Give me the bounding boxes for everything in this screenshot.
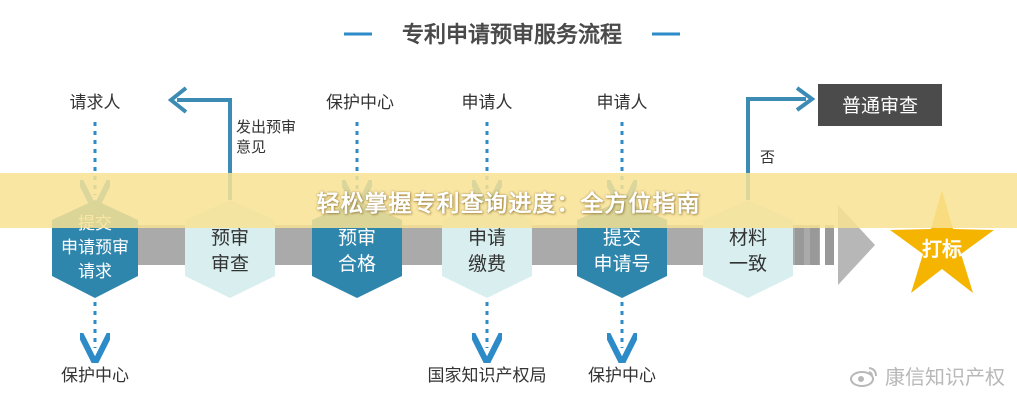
label-applicant-2: 申请人 [597,93,648,113]
normal-exam-label: 普通审查 [842,95,918,117]
node-pre-exam-pass-line2: 合格 [338,253,376,275]
node-material-consistent-line2: 一致 [729,253,767,275]
band-stripe-3 [825,225,834,265]
node-apply-pay-line2: 缴费 [468,253,506,275]
overlay-banner: 轻松掌握专利查询进度：全方位指南 [0,173,1017,228]
feedback-arrow [177,98,232,200]
watermark-text: 康信知识产权 [885,365,1005,389]
node-pre-exam-review-line1: 预审 [211,227,249,249]
label-applicant-1: 申请人 [462,93,513,113]
branch-arrow-head [795,86,816,112]
label-protection-center-bottom-left: 保护中心 [61,366,129,386]
dabiao-star [890,190,994,293]
node-submit-request-line3: 请求 [78,262,112,282]
banner-text: 轻松掌握专利查询进度：全方位指南 [316,190,701,217]
label-issue-opinion-1: 发出预审 [236,118,296,136]
dabiao-label: 打标 [922,237,962,261]
weibo-logo-icon [850,366,877,387]
node-submit-request-line2: 申请预审 [61,238,129,258]
node-submit-application-number-line2: 申请号 [593,253,650,275]
label-protection-center-top: 保护中心 [326,93,394,113]
node-pre-exam-pass-line1: 预审 [338,227,376,249]
node-apply-pay-line1: 申请 [468,227,506,249]
node-pre-exam-review-line2: 审查 [211,253,249,275]
label-no: 否 [760,148,775,166]
node-submit-application-number-line1: 提交 [603,227,641,249]
normal-exam-box [818,84,942,126]
diagram-title: 专利申请预审服务流程 [402,22,622,48]
label-protection-center-bottom-right: 保护中心 [588,366,656,386]
band-stripe-2 [810,225,819,265]
node-material-consistent-line1: 材料 [729,227,767,249]
label-issue-opinion-2: 意见 [236,138,266,156]
watermark: 康信知识产权 [849,361,1005,390]
band-stripe-1 [795,225,804,265]
feedback-arrow-head [167,86,188,114]
branch-arrow-normal-exam [746,97,806,200]
label-ip-office: 国家知识产权局 [428,366,547,386]
label-requester: 请求人 [70,93,121,113]
